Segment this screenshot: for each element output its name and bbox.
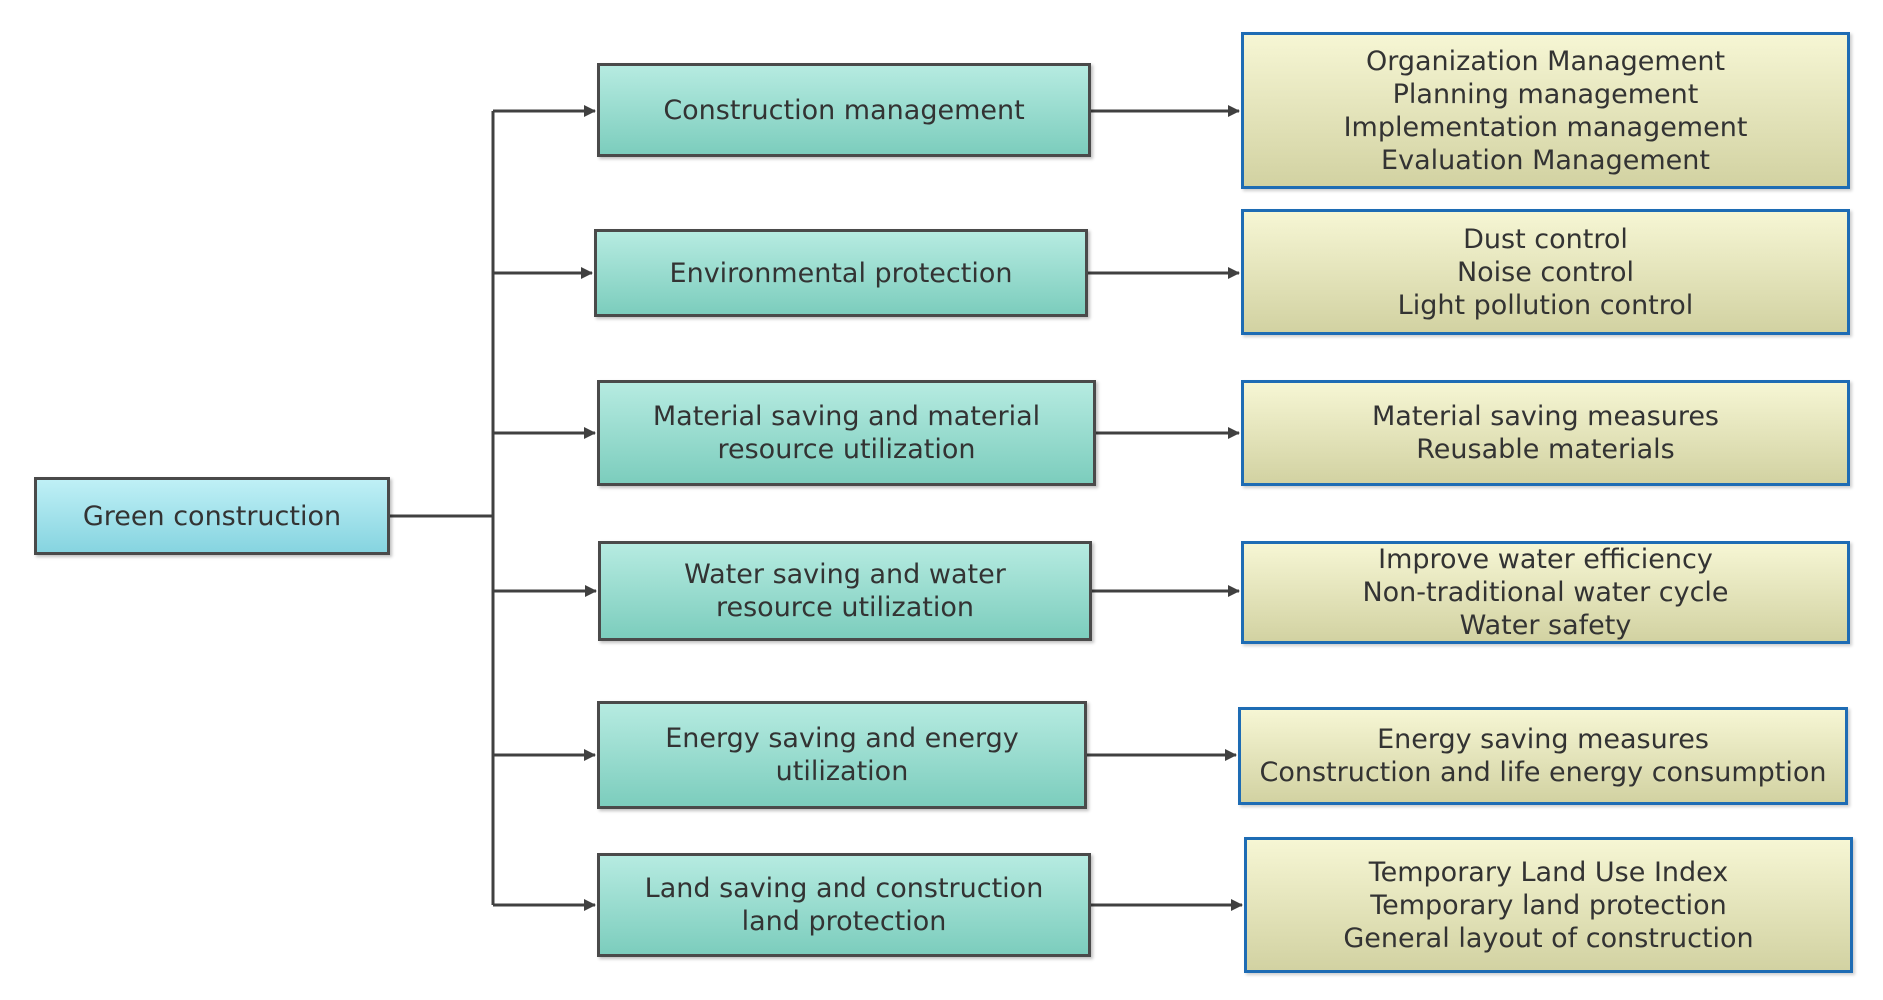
category-energy-saving: Energy saving and energy utilization — [597, 701, 1087, 809]
category-label: Construction management — [663, 94, 1025, 126]
root-node: Green construction — [34, 477, 390, 555]
detail-item: Light pollution control — [1397, 289, 1694, 321]
detail-item: Evaluation Management — [1381, 144, 1710, 176]
detail-item: Material saving measures — [1371, 401, 1720, 432]
detail-item: Planning management — [1392, 78, 1699, 110]
category-label: Environmental protection — [669, 257, 1013, 289]
detail-item: Dust control — [1463, 223, 1628, 255]
details-environmental-protection: Dust control Noise control Light polluti… — [1241, 209, 1850, 335]
detail-item: Water safety — [1459, 610, 1632, 641]
category-construction-management: Construction management — [597, 63, 1091, 157]
category-label: Land saving and construction land protec… — [644, 873, 1044, 937]
root-label: Green construction — [82, 500, 342, 532]
detail-item: Noise control — [1456, 256, 1635, 288]
detail-item: Temporary Land Use Index — [1368, 856, 1729, 888]
details-energy-saving: Energy saving measures Construction and … — [1238, 707, 1848, 805]
detail-item: Temporary land protection — [1370, 889, 1727, 921]
category-land-saving: Land saving and construction land protec… — [597, 853, 1091, 957]
details-land-saving: Temporary Land Use Index Temporary land … — [1244, 837, 1853, 973]
detail-item: Construction and life energy consumption — [1259, 757, 1827, 788]
details-material-saving: Material saving measures Reusable materi… — [1241, 380, 1850, 486]
details-water-saving: Improve water efficiency Non-traditional… — [1241, 541, 1850, 644]
category-label: Water saving and water resource utilizat… — [684, 559, 1006, 623]
category-environmental-protection: Environmental protection — [594, 229, 1088, 317]
detail-item: Energy saving measures — [1377, 724, 1709, 755]
category-material-saving: Material saving and material resource ut… — [597, 380, 1096, 486]
detail-item: Organization Management — [1365, 45, 1726, 77]
category-label: Material saving and material resource ut… — [652, 401, 1041, 465]
category-label: Energy saving and energy utilization — [665, 723, 1019, 787]
category-water-saving: Water saving and water resource utilizat… — [598, 541, 1092, 641]
detail-item: Improve water efficiency — [1378, 544, 1713, 575]
details-construction-management: Organization Management Planning managem… — [1241, 32, 1850, 189]
detail-item: Reusable materials — [1416, 434, 1675, 465]
detail-item: General layout of construction — [1343, 922, 1754, 954]
detail-item: Non-traditional water cycle — [1362, 577, 1729, 608]
detail-item: Implementation management — [1343, 111, 1748, 143]
